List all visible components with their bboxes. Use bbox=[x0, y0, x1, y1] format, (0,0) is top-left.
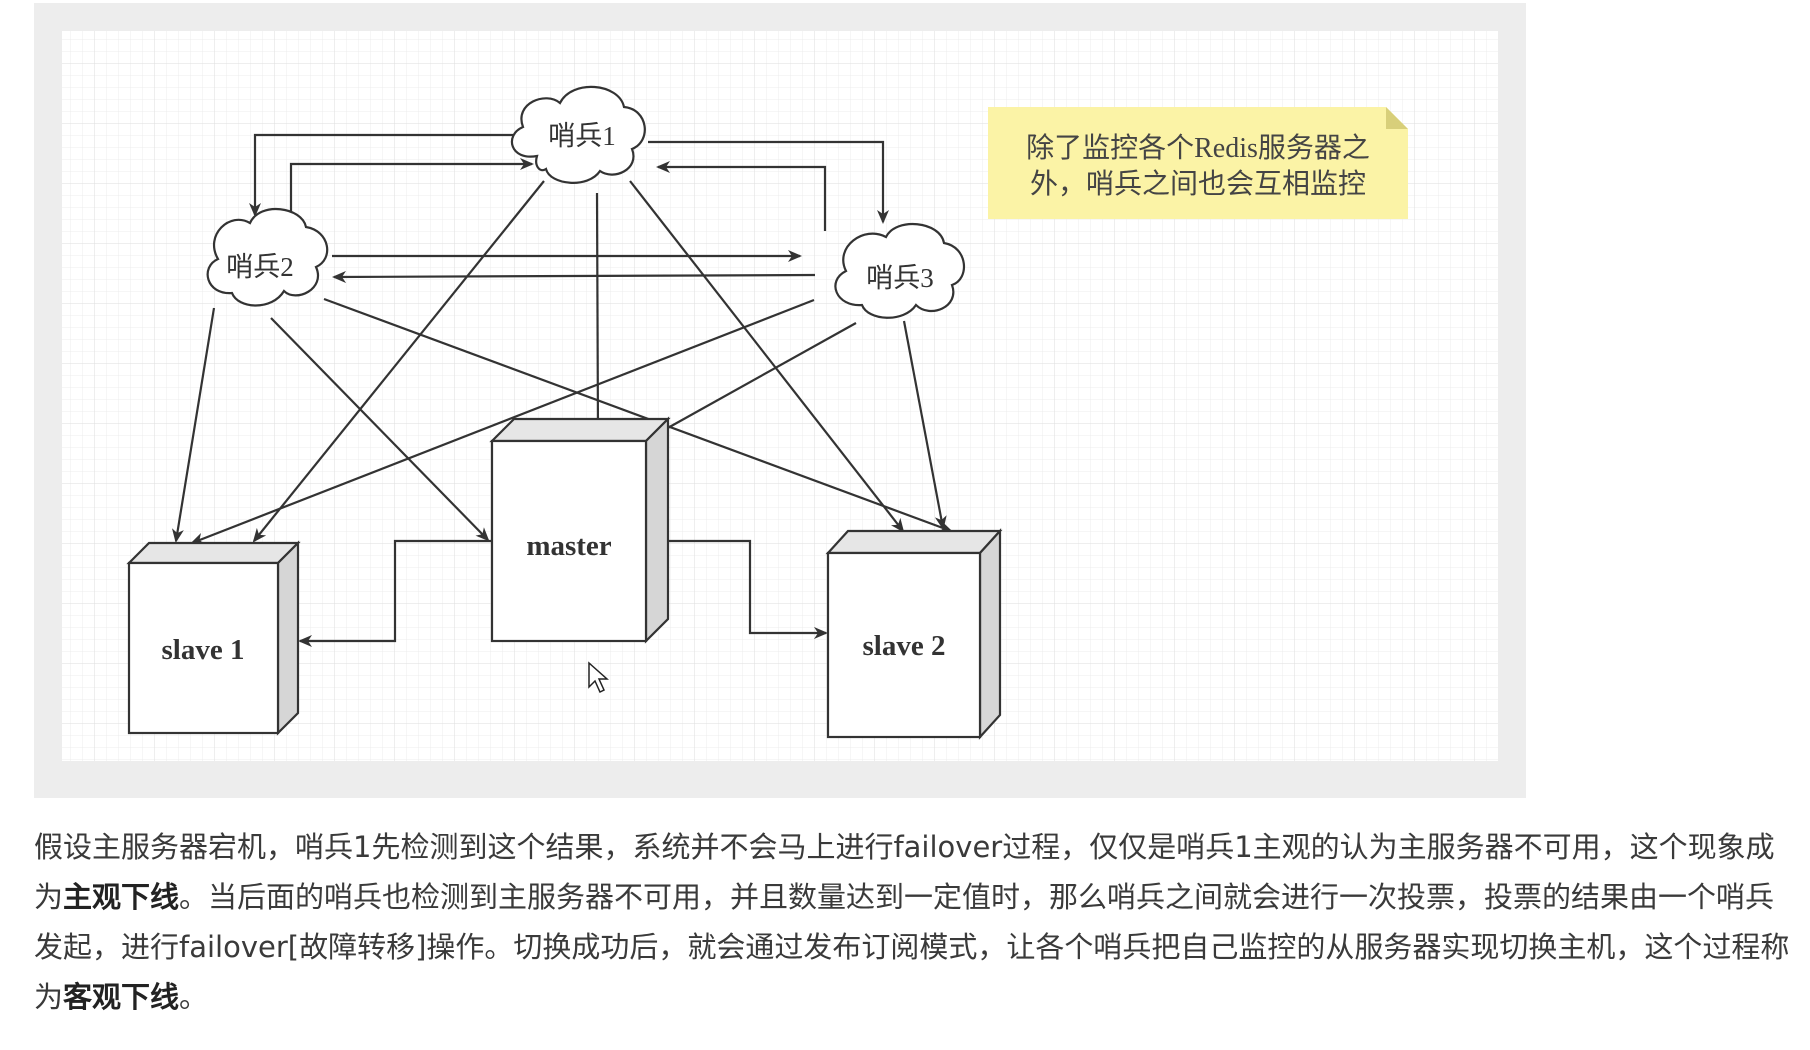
edge-s2-to-master bbox=[270, 317, 490, 542]
edge-s3-to-s2 bbox=[332, 270, 816, 283]
master-node: master bbox=[489, 416, 671, 644]
mouse-cursor-icon bbox=[588, 661, 609, 694]
edge-s3-to-master bbox=[646, 322, 857, 440]
note: 除了监控各个Redis服务器之 外，哨兵之间也会互相监控 bbox=[988, 107, 1408, 219]
edge-s1-to-slave1 bbox=[252, 180, 545, 543]
edge-master-to-slave2 bbox=[666, 539, 828, 639]
sentinel1-label: 哨兵1 bbox=[548, 121, 616, 151]
note-line1: 除了监控各个Redis服务器之 bbox=[1026, 132, 1370, 164]
edge-s1-to-s3 bbox=[648, 140, 889, 224]
edge-s3-to-slave2 bbox=[902, 320, 947, 530]
note-line2: 外，哨兵之间也会互相监控 bbox=[1030, 168, 1366, 200]
sentinel2-node: 哨兵2 bbox=[206, 208, 329, 307]
edge-s3-to-slave1 bbox=[190, 298, 815, 545]
master-label: master bbox=[526, 530, 611, 562]
sentinel3-label: 哨兵3 bbox=[866, 263, 934, 293]
caption-paragraph: 假设主服务器宕机，哨兵1先检测到这个结果，系统并不会马上进行failover过程… bbox=[34, 822, 1794, 1022]
edge-s2-to-slave1 bbox=[172, 307, 216, 543]
edge-s3-to-s1 bbox=[656, 161, 827, 231]
edge-s1-to-slave2 bbox=[629, 180, 905, 533]
sentinel3-node: 哨兵3 bbox=[834, 223, 966, 319]
caption-text-3: 。 bbox=[179, 980, 209, 1014]
edge-master-to-slave1 bbox=[298, 539, 500, 647]
slave1-label: slave 1 bbox=[162, 634, 245, 666]
sentinel1-node: 哨兵1 bbox=[511, 85, 646, 184]
edge-s1-to-s2 bbox=[249, 133, 517, 217]
edges bbox=[172, 133, 953, 647]
edge-s1-to-master bbox=[591, 192, 604, 437]
slave2-label: slave 2 bbox=[863, 630, 946, 662]
caption-bold-objective-down: 客观下线 bbox=[63, 980, 180, 1014]
caption-text-2: 。当后面的哨兵也检测到主服务器不可用，并且数量达到一定值时，那么哨兵之间就会进行… bbox=[34, 880, 1790, 1014]
figure-frame: 哨兵1 哨兵2 哨兵3 master slave 1 slave 2 bbox=[34, 3, 1526, 798]
slave1-node: slave 1 bbox=[126, 540, 301, 736]
slave2-node: slave 2 bbox=[825, 528, 1003, 740]
edge-s2-to-s1 bbox=[289, 158, 534, 217]
sentinel-diagram: 哨兵1 哨兵2 哨兵3 master slave 1 slave 2 bbox=[62, 31, 1498, 761]
sentinel2-label: 哨兵2 bbox=[226, 252, 294, 282]
edge-s2-to-slave2 bbox=[323, 297, 953, 533]
caption-bold-subjective-down: 主观下线 bbox=[63, 880, 180, 914]
caption-text-1: 假设主服务器宕机，哨兵1先检测到这个结果，系统并不会马上进行failover过程… bbox=[34, 830, 1775, 914]
